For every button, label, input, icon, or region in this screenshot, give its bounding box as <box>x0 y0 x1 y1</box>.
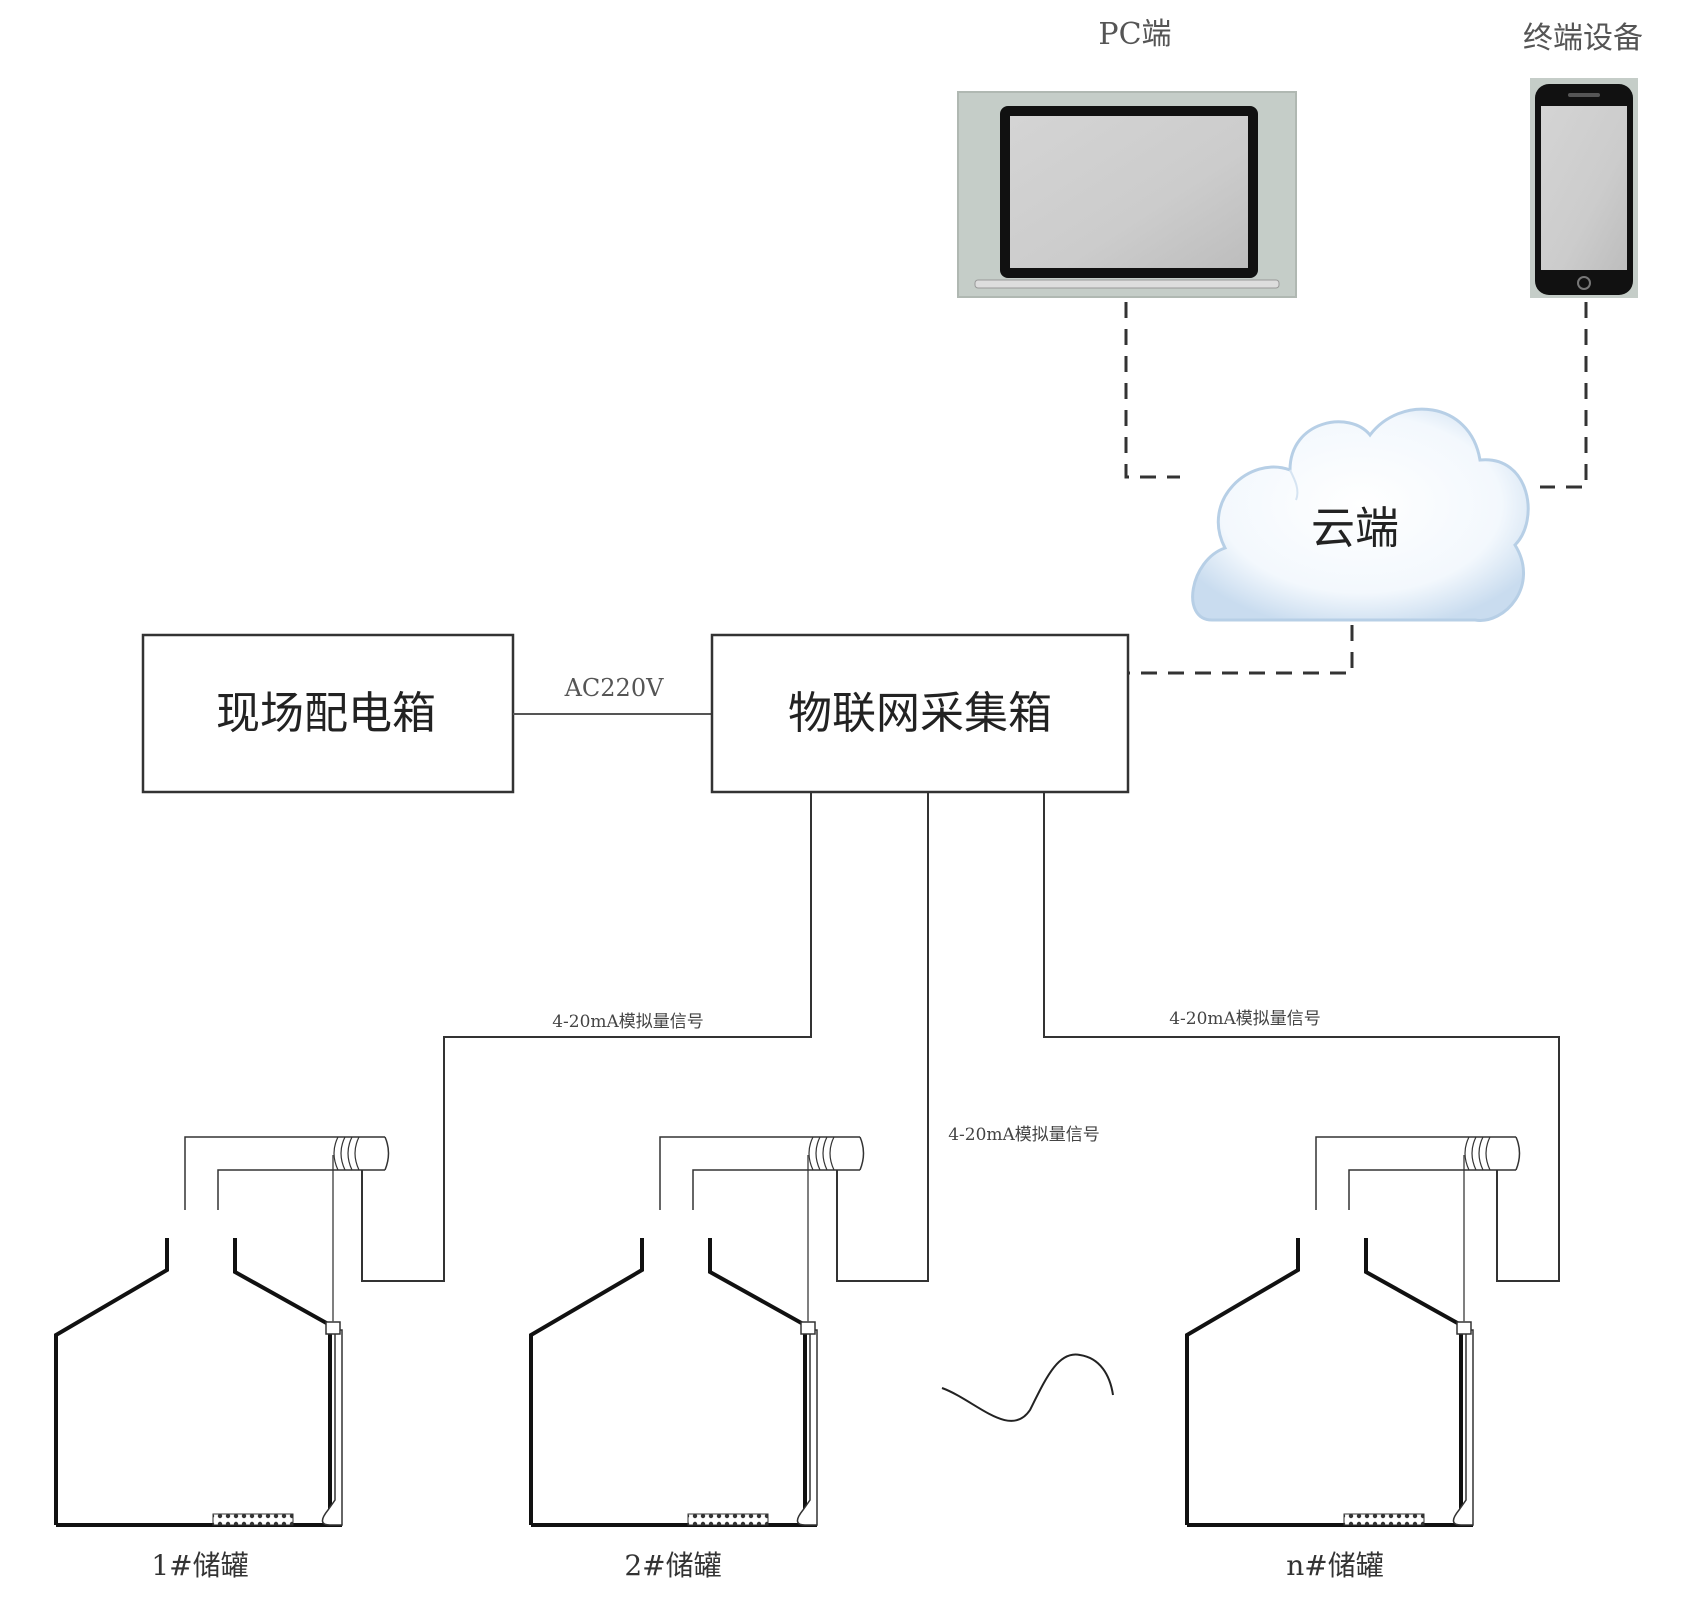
cloud-iot-link <box>1128 625 1354 675</box>
wireless-links <box>1124 302 1588 675</box>
distribution-box-label: 现场配电箱 <box>216 688 436 739</box>
ellipsis-squiggle <box>941 1353 1114 1422</box>
terminal-cloud-link <box>1540 302 1588 489</box>
pc-cloud-link <box>1124 302 1180 479</box>
cloud-label: 云端 <box>1311 503 1399 554</box>
laptop-icon <box>957 91 1297 298</box>
signal-wire-tank-2 <box>836 792 929 1282</box>
tank-n <box>1185 1136 1521 1527</box>
pc-label: PC端 <box>1098 17 1171 52</box>
signal-label-right: 4-20mA模拟量信号 <box>1169 1009 1321 1029</box>
cloud-icon <box>1191 407 1530 622</box>
iot-collection-box <box>710 633 1130 794</box>
tank-n-label: n#储罐 <box>1286 1549 1384 1582</box>
distribution-box <box>141 633 515 794</box>
iot-collection-box-label: 物联网采集箱 <box>788 688 1052 739</box>
signal-wire-tank-1 <box>361 792 812 1282</box>
signal-wire-tank-n <box>1043 792 1560 1282</box>
phone-icon <box>1530 78 1638 298</box>
signal-label-middle: 4-20mA模拟量信号 <box>948 1125 1100 1145</box>
tank-2-label: 2#储罐 <box>624 1549 721 1582</box>
tank-1-label: 1#储罐 <box>151 1549 248 1582</box>
signal-label-left: 4-20mA模拟量信号 <box>552 1012 704 1032</box>
ac-voltage-label: AC220V <box>564 674 665 702</box>
terminal-label: 终端设备 <box>1523 21 1643 56</box>
tank-2 <box>529 1136 865 1527</box>
signal-wires <box>361 792 1560 1282</box>
tank-1 <box>54 1136 390 1527</box>
